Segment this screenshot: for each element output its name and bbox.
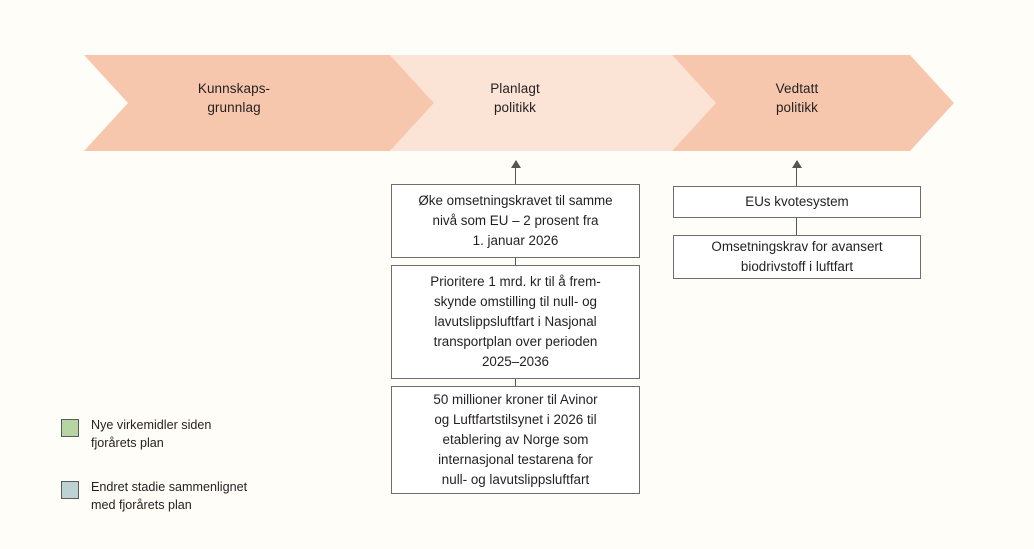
legend-label-endret-stadie: Endret stadie sammenlignet med fjorårets… [91, 480, 248, 512]
stage-chevron-planlagt-politikk[interactable] [390, 55, 716, 151]
measure-box-okt-omsetningskrav[interactable]: Øke omsetningskravet til samme nivå som … [391, 184, 640, 258]
connector-vedtatt-box0-box1 [796, 218, 797, 235]
arrow-up-icon-vedtatt [792, 160, 802, 168]
connector-planlagt-box1-box2 [515, 379, 516, 386]
connector-planlagt-to-banner [515, 161, 516, 184]
measure-box-eus-kvotesystem[interactable]: EUs kvotesystem [673, 186, 921, 218]
legend: Nye virkemidler siden fjorårets plan End… [61, 417, 361, 541]
measure-box-50-mill-avinor[interactable]: 50 millioner kroner til Avinor og Luftfa… [391, 386, 640, 494]
policy-stage-banner [84, 55, 954, 151]
legend-item-endret-stadie: Endret stadie sammenlignet med fjorårets… [61, 479, 361, 514]
measure-box-prioritere-1-mrd[interactable]: Prioritere 1 mrd. kr til å frem- skynde … [391, 265, 640, 379]
stage-chevron-kunnskapsgrunnlag[interactable] [84, 55, 434, 151]
legend-swatch-green [61, 419, 79, 437]
connector-vedtatt-to-banner [796, 161, 797, 186]
arrow-up-icon-planlagt [511, 160, 521, 168]
legend-swatch-blue-gray [61, 481, 79, 499]
stage-label-planlagt-politikk: Planlagt politikk [490, 81, 540, 115]
legend-label-nye-virkemidler: Nye virkemidler siden fjorårets plan [91, 418, 212, 450]
measure-box-omsetningskrav-biodrivstoff[interactable]: Omsetningskrav for avansert biodrivstoff… [673, 235, 921, 279]
banner-chevrons [84, 55, 954, 151]
stage-chevron-vedtatt-politikk[interactable] [672, 55, 954, 151]
stage-label-kunnskapsgrunnlag: Kunnskaps- grunnlag [197, 81, 271, 115]
stage-label-vedtatt-politikk: Vedtatt politikk [775, 81, 819, 115]
legend-item-nye-virkemidler: Nye virkemidler siden fjorårets plan [61, 417, 361, 452]
connector-planlagt-box0-box1 [515, 258, 516, 265]
